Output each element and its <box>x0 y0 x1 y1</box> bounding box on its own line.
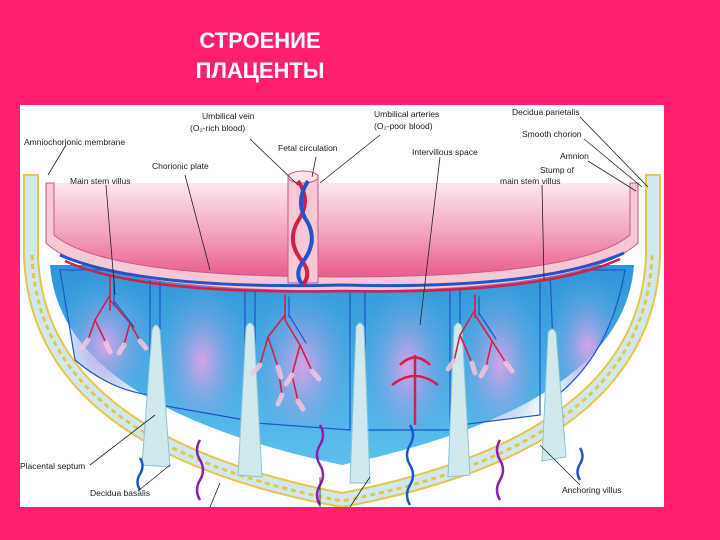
label-umbilical-arteries: Umbilical arteries <box>374 109 439 119</box>
label-umbilical-vein: Umbilical vein <box>202 111 255 121</box>
label-amnion: Amnion <box>560 151 589 161</box>
label-main-stem-villus: Main stem villus <box>70 176 130 186</box>
villous-trees <box>79 274 515 412</box>
leader-lines <box>47 116 649 507</box>
label-intervillous-space: Intervillous space <box>412 147 478 157</box>
umbilical-cord <box>287 170 319 287</box>
label-umbilical-vein-note: (O₂-rich blood) <box>190 123 245 133</box>
label-smooth-chorion: Smooth chorion <box>522 129 582 139</box>
amniotic-cavity <box>50 183 634 280</box>
label-fetal-circulation: Fetal circulation <box>278 143 338 153</box>
chorionic-artery <box>64 257 621 293</box>
label-placental-septum: Placental septum <box>20 461 85 471</box>
diagram-labels: Amniochorionic membrane Main stem villus… <box>20 107 622 498</box>
label-stump-line2: main stem villus <box>500 176 560 186</box>
placenta-diagram: Amniochorionic membrane Main stem villus… <box>20 105 664 507</box>
label-stump-line1: Stump of <box>540 165 575 175</box>
chorionic-plate-band <box>45 182 639 292</box>
label-umbilical-arteries-note: (O₂-poor blood) <box>374 121 433 131</box>
label-decidua-parietalis: Decidua parietalis <box>512 107 580 117</box>
title-line-1: СТРОЕНИЕ <box>199 28 321 53</box>
slide-title: СТРОЕНИЕ ПЛАЦЕНТЫ <box>150 26 370 86</box>
label-decidua-basalis: Decidua basalis <box>90 488 150 498</box>
label-chorionic-plate: Chorionic plate <box>152 161 209 171</box>
maternal-vessels <box>136 355 584 506</box>
chorionic-vein <box>59 251 625 288</box>
label-amniochorionic-membrane: Amniochorionic membrane <box>24 137 125 147</box>
label-anchoring-villus: Anchoring villus <box>562 485 622 495</box>
title-line-2: ПЛАЦЕНТЫ <box>195 58 325 83</box>
